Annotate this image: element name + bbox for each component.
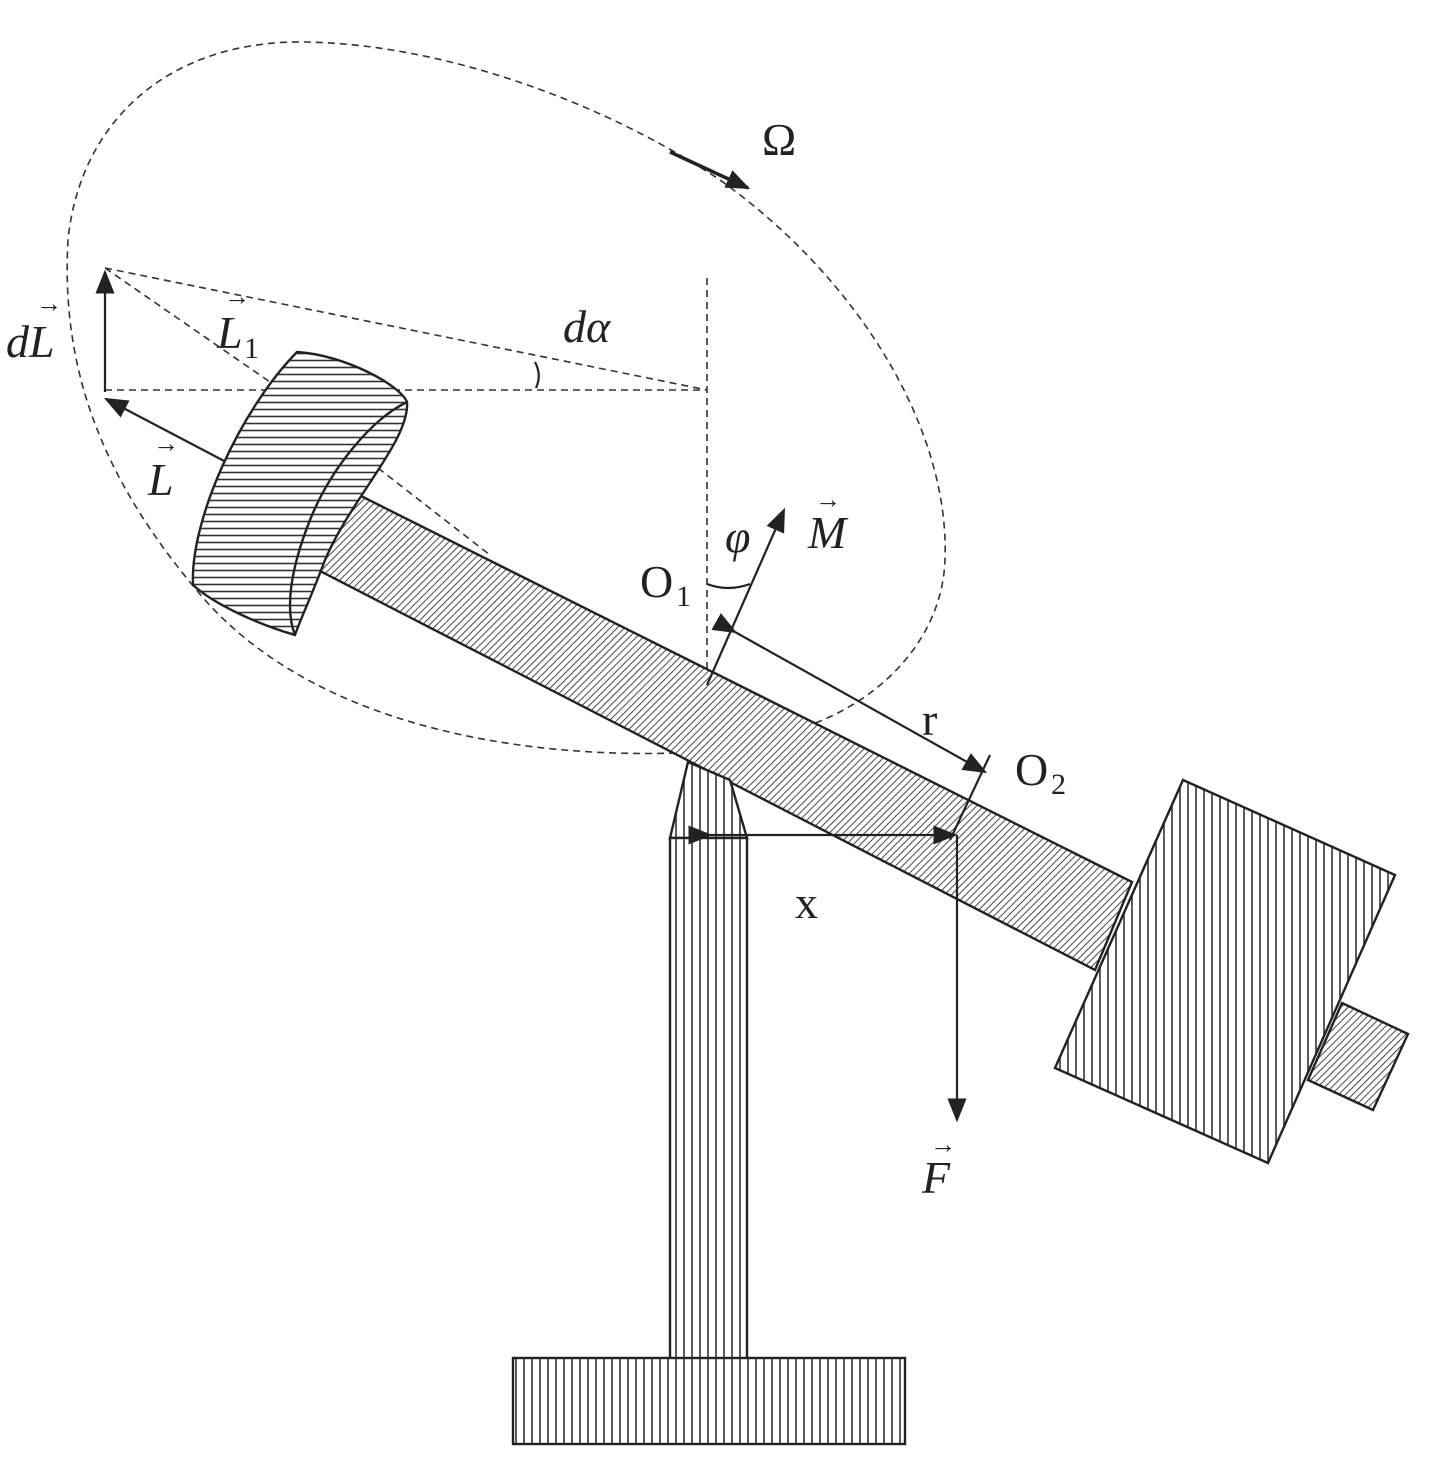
- rotor-disc: [191, 350, 409, 637]
- vector-mark: →: [224, 282, 250, 311]
- counterweight-stub: [1306, 1001, 1410, 1112]
- d-alpha-label: dα: [563, 301, 611, 352]
- r-dimension-line: [711, 613, 988, 774]
- svg-text:L: L: [216, 307, 243, 358]
- vector-mark: →: [36, 289, 62, 318]
- dL-label: dL →: [6, 289, 62, 367]
- svg-text:2: 2: [1051, 768, 1066, 801]
- svg-text:1: 1: [676, 580, 691, 613]
- svg-text:O: O: [640, 556, 673, 607]
- L-arrow: [103, 397, 229, 464]
- O2-label: O 2: [1015, 744, 1066, 801]
- L1-label: L 1 →: [216, 282, 259, 365]
- d-alpha-arc: [534, 361, 540, 389]
- F-label: F →: [921, 1130, 956, 1203]
- svg-text:L: L: [147, 454, 174, 505]
- O1-label: O 1: [640, 556, 691, 613]
- vector-mark: →: [815, 485, 841, 514]
- M-label: M →: [807, 485, 849, 558]
- omega-label: Ω: [762, 114, 796, 165]
- stand-column: [668, 836, 749, 1362]
- L1-slant-line: [104, 267, 271, 383]
- phi-arc: [706, 582, 751, 590]
- L-label: L →: [147, 429, 179, 505]
- L1-projection-line: [104, 267, 708, 391]
- vector-mark: →: [930, 1130, 956, 1159]
- vector-mark: →: [153, 429, 179, 458]
- phi-label: φ: [725, 511, 750, 562]
- precession-path: [66, 41, 946, 755]
- counterweight: [1053, 778, 1397, 1165]
- svg-text:dL: dL: [6, 316, 55, 367]
- omega-arrow: [669, 150, 751, 190]
- svg-text:1: 1: [244, 332, 259, 365]
- stand-base: [511, 1356, 907, 1446]
- r-label: r: [922, 694, 937, 745]
- svg-text:O: O: [1015, 744, 1048, 795]
- svg-text:M: M: [807, 507, 849, 558]
- x-label: x: [795, 877, 818, 928]
- svg-text:F: F: [921, 1152, 951, 1203]
